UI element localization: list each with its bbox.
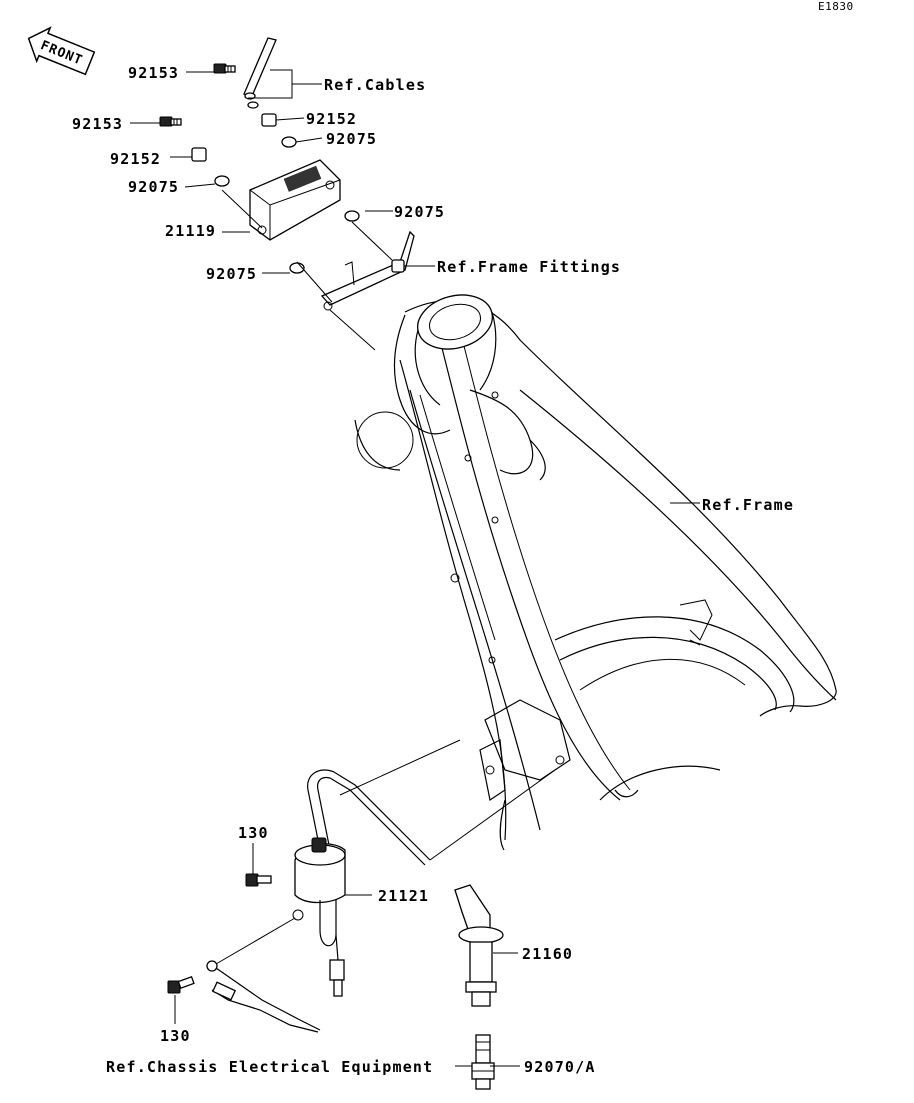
- bolt-130-bottom: [167, 975, 195, 994]
- collar-92152-right: [247, 101, 277, 127]
- label-92075-left: 92075: [128, 178, 179, 196]
- label-92075-top: 92075: [326, 130, 377, 148]
- bolt-92153-mid: [159, 116, 182, 127]
- label-130-top: 130: [238, 824, 269, 842]
- grommet-92075-top: [281, 136, 297, 148]
- label-21160: 21160: [522, 945, 573, 963]
- spark-plug-92070a: [471, 1034, 495, 1090]
- label-21119: 21119: [165, 222, 216, 240]
- grommet-92075-right: [344, 210, 360, 222]
- label-92153-mid: 92153: [72, 115, 123, 133]
- bolt-92153-top: [213, 63, 236, 74]
- frame-fitting-bracket: [320, 230, 415, 311]
- label-ref-cables: Ref.Cables: [324, 76, 426, 94]
- label-92075-right: 92075: [394, 203, 445, 221]
- plug-cap-21160: [454, 884, 504, 1007]
- diagram-code: E1830: [818, 0, 854, 13]
- motorcycle-frame: [354, 294, 837, 851]
- cable-strap: [243, 37, 277, 100]
- label-ref-chassis: Ref.Chassis Electrical Equipment: [106, 1058, 433, 1076]
- label-92152-left: 92152: [110, 150, 161, 168]
- label-92153-top: 92153: [128, 64, 179, 82]
- ignition-coil-21121: [294, 837, 346, 997]
- ignition-coil-lead: [307, 739, 556, 866]
- label-ref-frame: Ref.Frame: [702, 496, 794, 514]
- cdi-unit-21119: [249, 159, 341, 241]
- front-arrow-badge: FRONT: [27, 26, 96, 76]
- grommet-92075-left: [214, 175, 230, 187]
- leader-lines-lower: [174, 843, 520, 1067]
- label-92152-right: 92152: [306, 110, 357, 128]
- label-92075-bottom: 92075: [206, 265, 257, 283]
- label-ref-frame-fittings: Ref.Frame Fittings: [437, 258, 621, 276]
- bolt-130-top: [245, 873, 272, 887]
- label-130-bottom: 130: [160, 1027, 191, 1045]
- label-92070a: 92070/A: [524, 1058, 596, 1076]
- collar-92152-left: [191, 147, 207, 162]
- leader-lines-upper: [130, 69, 700, 504]
- ground-wire: [206, 909, 321, 1033]
- label-21121: 21121: [378, 887, 429, 905]
